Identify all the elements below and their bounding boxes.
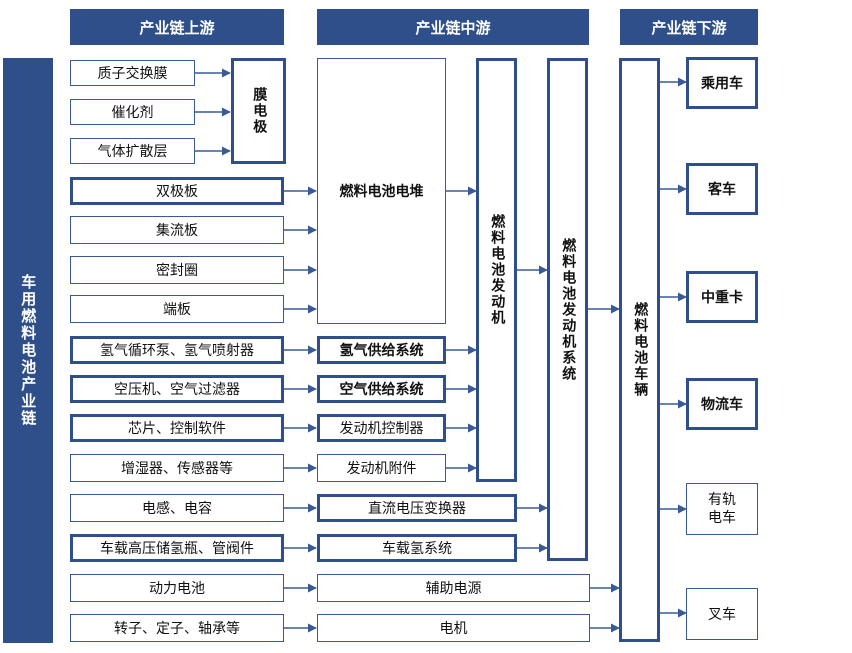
upstream-row-hydrogen-pump: 氢气循环泵、氢气喷射器 — [70, 336, 284, 364]
upstream-row-inductor-capacitor: 电感、电容 — [70, 494, 284, 522]
mid-auxiliary-power: 辅助电源 — [317, 574, 590, 602]
mid-motor: 电机 — [317, 614, 590, 642]
downstream-bus: 客车 — [686, 163, 758, 215]
upstream-row-chip-software: 芯片、控制软件 — [70, 414, 284, 442]
header-midstream: 产业链中游 — [317, 9, 589, 45]
stack-part-seal: 密封圈 — [70, 256, 284, 284]
upstream-row-humidifier-sensor: 增湿器、传感器等 — [70, 454, 284, 482]
downstream-logistics-vehicle: 物流车 — [686, 378, 758, 430]
fuel-cell-vehicle-box: 燃料电池车辆 — [619, 58, 660, 642]
fuel-cell-stack-label: 燃料电池电堆 — [339, 184, 424, 200]
fuel-cell-vehicle-label: 燃料电池车辆 — [632, 302, 649, 398]
header-downstream: 产业链下游 — [620, 9, 758, 45]
stack-part-current-collector: 集流板 — [70, 216, 284, 244]
fuel-cell-engine-label: 燃料电池发动机 — [489, 214, 506, 326]
fuel-cell-engine-system-label: 燃料电池发动机系统 — [560, 237, 577, 382]
mid-air-supply-system: 空气供给系统 — [317, 375, 446, 403]
mea-part-pem: 质子交换膜 — [70, 60, 195, 86]
mid-engine-accessories: 发动机附件 — [317, 454, 446, 482]
downstream-heavy-truck: 中重卡 — [686, 271, 758, 323]
mea-part-gdl: 气体扩散层 — [70, 138, 195, 164]
downstream-tram: 有轨 电车 — [686, 483, 758, 535]
membrane-electrode-box: 膜电极 — [231, 58, 286, 164]
upstream-row-power-battery: 动力电池 — [70, 574, 284, 602]
side-label: 车用燃料电池产业链 — [3, 58, 53, 643]
downstream-passenger-car: 乘用车 — [686, 57, 758, 109]
upstream-row-rotor-stator: 转子、定子、轴承等 — [70, 614, 284, 642]
upstream-row-hydrogen-tank: 车载高压储氢瓶、管阀件 — [70, 534, 284, 562]
mid-hydrogen-supply-system: 氢气供给系统 — [317, 336, 446, 364]
fuel-cell-engine-system-box: 燃料电池发动机系统 — [547, 58, 588, 561]
stack-part-bipolar-plate: 双极板 — [70, 177, 284, 205]
header-upstream: 产业链上游 — [70, 9, 284, 45]
mid-dc-converter: 直流电压变换器 — [317, 494, 517, 522]
fuel-cell-stack-box: 燃料电池电堆 — [317, 58, 446, 324]
mea-part-catalyst: 催化剂 — [70, 99, 195, 125]
mid-engine-controller: 发动机控制器 — [317, 414, 446, 442]
downstream-forklift: 叉车 — [686, 588, 758, 640]
stack-part-end-plate: 端板 — [70, 295, 284, 323]
fuel-cell-engine-box: 燃料电池发动机 — [476, 58, 517, 482]
mid-onboard-hydrogen-system: 车载氢系统 — [317, 534, 517, 562]
upstream-row-air-compressor: 空压机、空气过滤器 — [70, 375, 284, 403]
